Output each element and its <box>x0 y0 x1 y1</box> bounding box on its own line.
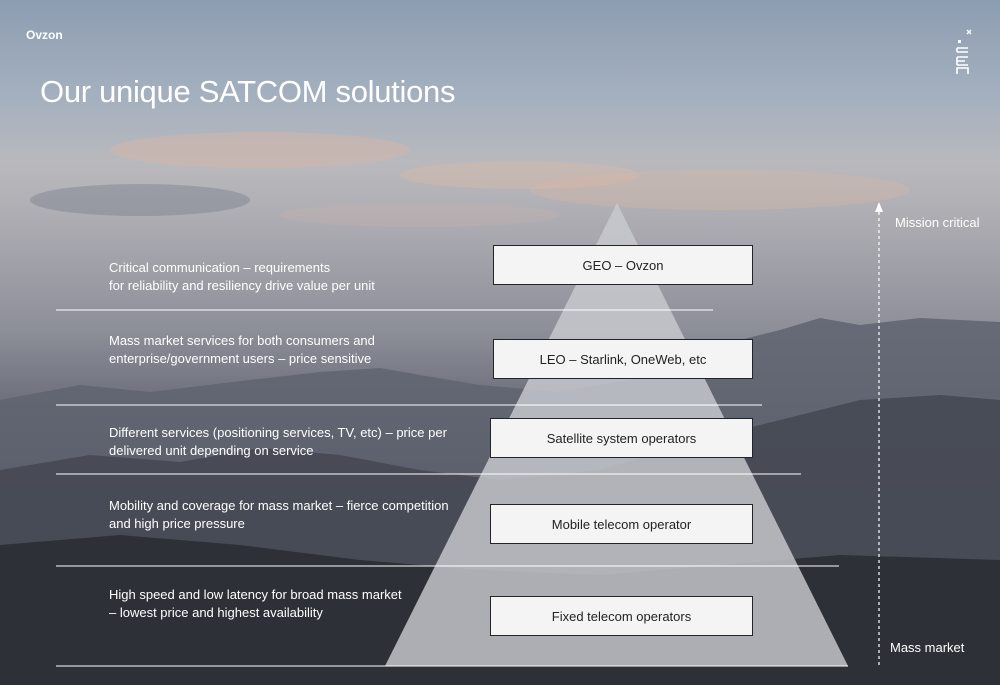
axis-arrow-head <box>875 202 883 212</box>
level-description-line: Different services (positioning services… <box>109 425 447 440</box>
cloud <box>110 132 410 168</box>
level-box-mobile-telecom: Mobile telecom operator <box>490 504 753 544</box>
level-description-line: High speed and low latency for broad mas… <box>109 587 402 602</box>
level-description-line: for reliability and resiliency drive val… <box>109 278 375 293</box>
level-description-line: Mobility and coverage for mass market – … <box>109 498 449 513</box>
ovzon-logo-icon <box>956 29 972 74</box>
axis-bottom-label: Mass market <box>890 640 965 655</box>
level-description: Critical communication – requirements fo… <box>109 259 469 295</box>
level-box-geo: GEO – Ovzon <box>493 245 753 285</box>
page-title: Our unique SATCOM solutions <box>40 74 456 109</box>
axis-top-label: Mission critical <box>895 215 980 230</box>
level-description-line: Critical communication – requirements <box>109 260 331 275</box>
level-description-line: delivered unit depending on service <box>109 443 314 458</box>
level-box-leo: LEO – Starlink, OneWeb, etc <box>493 339 753 379</box>
level-box-satellite-operators: Satellite system operators <box>490 418 753 458</box>
level-description: Mobility and coverage for mass market – … <box>109 497 469 533</box>
level-description: Different services (positioning services… <box>109 424 469 460</box>
cloud <box>400 161 640 189</box>
level-box-fixed-telecom: Fixed telecom operators <box>490 596 753 636</box>
brand-name: Ovzon <box>26 28 63 42</box>
level-description-line: – lowest price and highest availability <box>109 605 323 620</box>
level-description: Mass market services for both consumers … <box>109 332 469 368</box>
cloud <box>530 170 910 210</box>
level-description: High speed and low latency for broad mas… <box>109 586 469 622</box>
level-description-line: enterprise/government users – price sens… <box>109 351 372 366</box>
cloud <box>280 203 560 227</box>
cloud <box>30 184 250 216</box>
level-description-line: and high price pressure <box>109 516 245 531</box>
level-description-line: Mass market services for both consumers … <box>109 333 375 348</box>
